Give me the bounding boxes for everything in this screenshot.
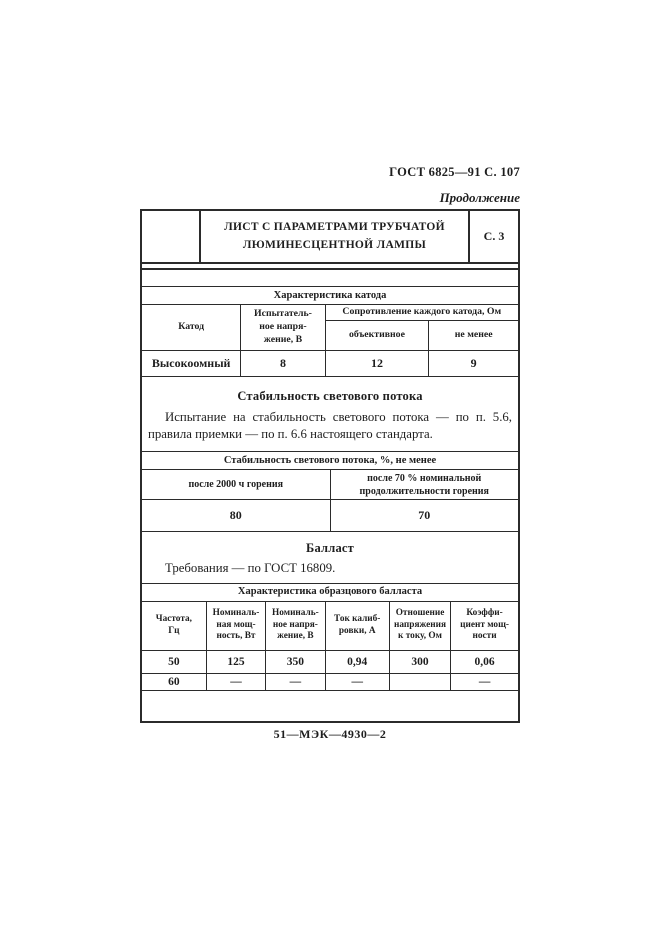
col-header-voltage-current-ratio: Отношение напряжения к току, Ом xyxy=(388,600,452,651)
ballast-heading: Балласт xyxy=(306,541,354,556)
table-cell: — xyxy=(205,672,267,691)
col-header-not-less: не менее xyxy=(428,319,518,351)
stability-paragraph: Испытание на стабильность светового пото… xyxy=(148,409,512,441)
stability-heading: Стабильность светового потока xyxy=(237,388,423,403)
table-cell: 300 xyxy=(388,649,452,674)
title-block: ЛИСТ С ПАРАМЕТРАМИ ТРУБЧАТОЙ ЛЮМИНЕСЦЕНТ… xyxy=(142,211,518,264)
col-header-calibration-current: Ток калиб- ровки, А xyxy=(324,600,390,651)
table-cell: Высокоомный xyxy=(142,349,242,377)
continuation-label: Продолжение xyxy=(439,190,520,205)
table-row: 80 70 xyxy=(142,499,518,533)
reference-ballast-table: Характеристика образцового балласта Част… xyxy=(142,582,518,691)
table-caption-row: Характеристика образцового балласта xyxy=(142,582,518,602)
col-header-objective: объективное xyxy=(324,319,430,351)
stability-table: Стабильность светового потока, %, не мен… xyxy=(142,451,518,533)
table-header-row: Частота, Гц Номиналь- ная мощ- ность, Вт… xyxy=(142,600,518,651)
col-header-frequency: Частота, Гц xyxy=(142,600,207,651)
table-caption-row: Характеристика катода xyxy=(142,286,518,305)
table-cell: 125 xyxy=(205,649,267,674)
col-header-after-70pct: после 70 % номинальной продолжительности… xyxy=(329,469,518,501)
page-footer: 51—МЭК—4930—2 xyxy=(273,727,387,741)
sheet-number: С. 3 xyxy=(468,211,518,262)
table-cell: 9 xyxy=(428,349,518,377)
table-cell: 60 xyxy=(142,672,207,691)
cathode-characteristics-table: Характеристика катода Катод Испытатель- … xyxy=(142,286,518,377)
cathode-table-caption: Характеристика катода xyxy=(142,286,518,305)
gost-header: ГОСТ 6825—91 С. 107 xyxy=(389,165,520,179)
table-cell: 80 xyxy=(142,499,331,533)
table-row: Высокоомный 8 12 9 xyxy=(142,349,518,377)
col-header-cathode: Катод xyxy=(142,304,242,351)
table-cell: 0,06 xyxy=(450,649,518,674)
title-block-spacer-cell xyxy=(142,211,201,262)
table-header-row: Катод Испытатель- ное напря- жение, В Со… xyxy=(142,304,518,351)
table-row: 50 125 350 0,94 300 0,06 xyxy=(142,649,518,674)
stability-table-caption: Стабильность светового потока, %, не мен… xyxy=(142,451,518,471)
col-header-after-2000h: после 2000 ч горения xyxy=(142,469,331,501)
table-cell: 50 xyxy=(142,649,207,674)
table-cell: 70 xyxy=(329,499,518,533)
table-cell: — xyxy=(265,672,326,691)
col-header-resistance-group: Сопротивление каждого катода, Ом xyxy=(324,304,518,321)
col-header-test-voltage: Испытатель- ное напря- жение, В xyxy=(240,304,326,351)
table-cell: 350 xyxy=(265,649,326,674)
table-row: 60 — — — — xyxy=(142,672,518,691)
table-cell: 0,94 xyxy=(324,649,390,674)
table-caption-row: Стабильность светового потока, %, не мен… xyxy=(142,451,518,471)
sheet-title: ЛИСТ С ПАРАМЕТРАМИ ТРУБЧАТОЙ ЛЮМИНЕСЦЕНТ… xyxy=(224,220,445,251)
table-cell: — xyxy=(450,672,518,691)
table-cell: 12 xyxy=(324,349,430,377)
col-header-rated-voltage: Номиналь- ное напря- жение, В xyxy=(265,600,326,651)
table-cell: 8 xyxy=(240,349,326,377)
col-header-power-factor: Коэффи- циент мощ- ности xyxy=(450,600,518,651)
ballast-requirements-text: Требования — по ГОСТ 16809. xyxy=(165,561,336,576)
table-cell: — xyxy=(324,672,390,691)
col-header-rated-power: Номиналь- ная мощ- ность, Вт xyxy=(205,600,267,651)
ballast-table-caption: Характеристика образцового балласта xyxy=(142,582,518,602)
parameter-sheet-frame: ЛИСТ С ПАРАМЕТРАМИ ТРУБЧАТОЙ ЛЮМИНЕСЦЕНТ… xyxy=(140,209,520,723)
table-cell xyxy=(388,672,452,691)
table-header-row: после 2000 ч горения после 70 % номиналь… xyxy=(142,469,518,501)
double-rule xyxy=(142,264,518,270)
